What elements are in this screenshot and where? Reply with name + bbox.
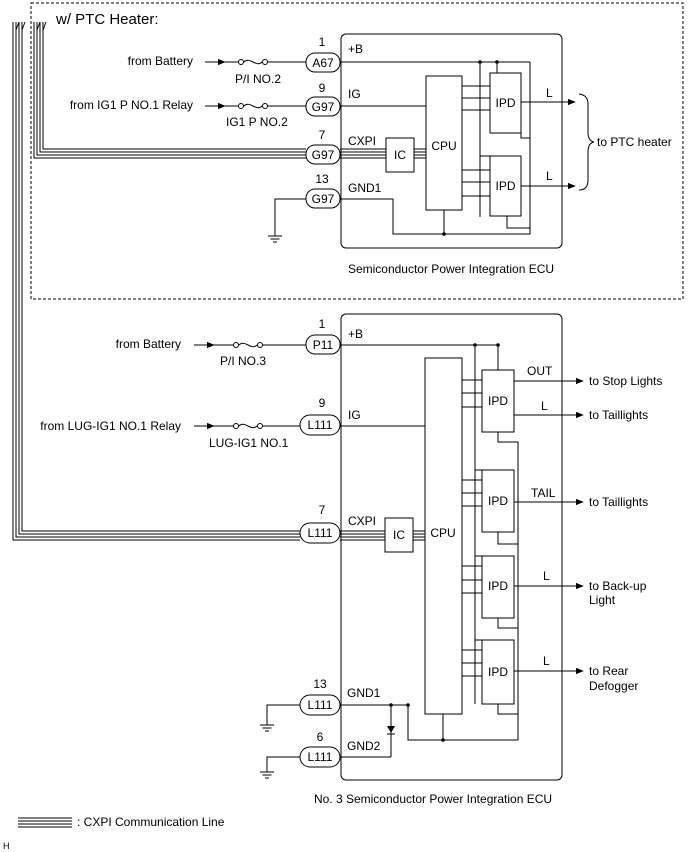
bottom-cpu-label: CPU (430, 526, 455, 540)
bottom-out-3-target: to Taillights (589, 495, 648, 509)
cxpi-bus-bottom (12, 21, 425, 541)
bottom-pin-3-conn: L111 (308, 526, 333, 540)
bottom-ipd-3-box (481, 555, 515, 619)
bottom-out-5-target: to Rear (589, 664, 628, 678)
bottom-fuse-1-label: P/I NO.3 (220, 354, 266, 368)
bottom-pin-5-conn: L111 (308, 750, 333, 764)
bottom-fuse-2 (214, 423, 300, 429)
top-fuse-1 (225, 59, 306, 65)
bottom-ipd-1-label: IPD (488, 394, 508, 408)
top-pin-1-conn: A67 (312, 56, 334, 70)
bottom-pin-4-signal: GND1 (347, 686, 381, 700)
ptc-section-title: w/ PTC Heater: (55, 11, 159, 28)
footer-code: H (3, 841, 10, 851)
top-pin-2-signal: IG (348, 87, 361, 101)
bottom-ecu-name: No. 3 Semiconductor Power Integration EC… (314, 792, 552, 806)
bottom-out-3-label: TAIL (531, 486, 556, 500)
top-pin-3-signal: CXPI (348, 134, 376, 148)
bottom-out-4-target-line2: Light (589, 593, 616, 607)
bottom-pin-1-num: 1 (319, 317, 326, 331)
bottom-pin-4-num: 13 (313, 677, 327, 691)
top-pin-2-num: 9 (319, 81, 326, 95)
bottom-cpu-box (424, 357, 463, 715)
bottom-out-2-target: to Taillights (589, 408, 648, 422)
top-ic-box (385, 137, 415, 173)
bottom-ground-2-icon (260, 756, 300, 779)
bottom-pin-2-signal: IG (348, 408, 361, 422)
bottom-ipd-3-label: IPD (488, 579, 508, 593)
top-ipd-1-label: IPD (495, 96, 515, 110)
bottom-ipd-2-label: IPD (488, 494, 508, 508)
bottom-out-2-label: L (541, 399, 548, 413)
ptc-section-frame (30, 2, 684, 300)
top-pin-4-signal: GND1 (348, 181, 382, 195)
bottom-ipd-4-label: IPD (488, 665, 508, 679)
top-output-brace (578, 93, 595, 191)
bottom-from-relay: from LUG-IG1 NO.1 Relay (40, 419, 181, 433)
bottom-pin-2-connector (299, 414, 341, 436)
top-pin-1-num: 1 (319, 35, 326, 49)
top-ipd-1-box (489, 72, 522, 134)
cxpi-legend-symbol (18, 817, 72, 828)
bottom-pin-3-connector (299, 522, 341, 544)
bottom-out-4-target: to Back-up (589, 579, 647, 593)
bottom-pin-3-num: 7 (319, 503, 326, 517)
bottom-ipd-4-box (481, 639, 515, 705)
bottom-ic-box (384, 517, 414, 553)
top-pin-4-num: 13 (315, 172, 329, 186)
top-pin-3-num: 7 (319, 128, 326, 142)
bottom-out-1-label: OUT (527, 364, 553, 378)
top-out-1-label: L (546, 86, 553, 100)
bottom-pin-5-num: 6 (317, 730, 324, 744)
top-internal-wiring (340, 60, 531, 236)
bottom-ipd-1-box (481, 369, 515, 433)
top-cpu-box (425, 75, 463, 211)
bottom-internal-wiring (340, 343, 519, 758)
top-ipd-2-label: IPD (495, 179, 515, 193)
bottom-from-battery: from Battery (116, 337, 181, 351)
top-ecu-name: Semiconductor Power Integration ECU (348, 262, 554, 276)
top-from-relay: from IG1 P NO.1 Relay (70, 98, 193, 112)
bottom-pin-1-conn: P11 (313, 338, 334, 352)
top-fuse-2-label: IG1 P NO.2 (226, 115, 288, 129)
cxpi-legend-text: : CXPI Communication Line (77, 815, 225, 829)
top-ipd-2-box (489, 155, 522, 217)
top-from-battery: from Battery (128, 54, 193, 68)
bottom-ic-label: IC (393, 528, 405, 542)
top-pin-3-conn: G97 (312, 148, 335, 162)
bottom-out-5-target-line2: Defogger (589, 679, 638, 693)
top-fuse-1-label: P/I NO.2 (235, 72, 281, 86)
bottom-ground-1-icon (260, 704, 300, 732)
top-ground-icon (268, 198, 306, 243)
cxpi-bus-top (33, 21, 426, 159)
top-out-2-label: L (546, 169, 553, 183)
bottom-pin-2-conn: L111 (308, 418, 333, 432)
bottom-out-4-label: L (543, 569, 550, 583)
bottom-fuse-2-label: LUG-IG1 NO.1 (209, 436, 289, 450)
bottom-pin-5-signal: GND2 (347, 739, 381, 753)
top-output-target: to PTC heater (597, 135, 672, 149)
bottom-pin-1-signal: +B (348, 327, 363, 341)
bottom-out-1-target: to Stop Lights (589, 374, 662, 388)
top-ic-label: IC (394, 148, 406, 162)
bottom-pin-3-signal: CXPI (348, 514, 376, 528)
top-cpu-label: CPU (431, 139, 456, 153)
bottom-out-5-label: L (543, 654, 550, 668)
bottom-fuse-1 (214, 342, 306, 348)
top-pin-4-conn: G97 (312, 192, 335, 206)
top-pin-2-conn: G97 (312, 100, 335, 114)
bottom-ipd-2-box (481, 469, 515, 533)
bottom-pin-2-num: 9 (319, 396, 326, 410)
top-fuse-2 (225, 103, 306, 109)
bottom-pin-4-conn: L111 (308, 698, 333, 712)
top-pin-1-signal: +B (348, 42, 363, 56)
